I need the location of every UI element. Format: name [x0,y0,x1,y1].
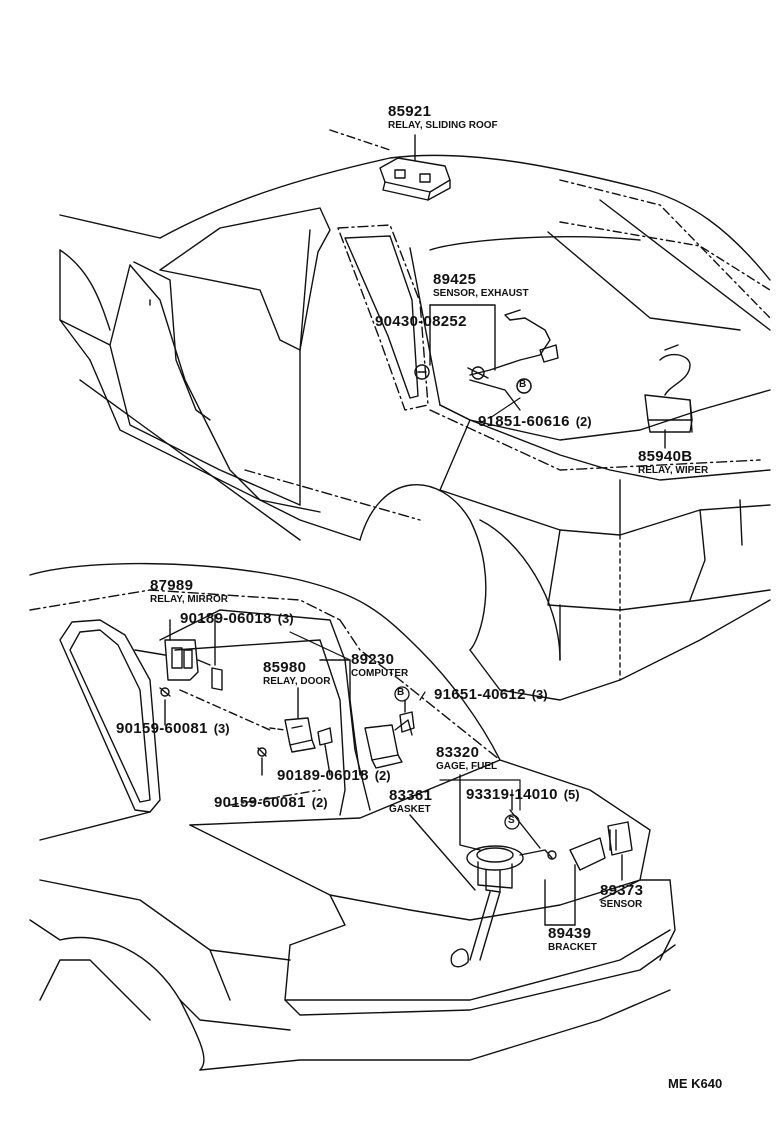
part-description: RELAY, SLIDING ROOF [388,120,498,131]
part-number: 83320 [436,744,480,761]
marker-b-lower: B [397,687,405,698]
fuel-gage-part [409,774,633,968]
part-number: 85921 [388,103,432,120]
part-quantity: (2) [311,795,328,810]
part-number: 89373 [600,882,644,899]
part-description: RELAY, MIRROR [150,594,228,605]
callout-bolt-90430: 90430-08252 [375,313,467,330]
callout-bolt-91651: 91651-40612 (3) [434,687,548,703]
callout-sensor-exhaust: 89425 SENSOR, EXHAUST [433,272,529,299]
mirror-relay-part [134,614,271,731]
lower-vehicle-outline [29,562,676,1071]
part-quantity: (3) [531,687,548,702]
callout-bolt-91851: 91851-60616 (2) [478,414,592,430]
drawing-code: ME K640 [668,1076,723,1091]
part-number: 91851-60616 [478,413,570,430]
relay-sliding-roof-part [379,134,451,201]
part-quantity: (2) [374,768,391,783]
part-description: RELAY, DOOR [263,676,331,687]
wiper-relay-part [644,344,693,449]
part-description: GAGE, FUEL [436,761,498,772]
callout-bracket: 89439 BRACKET [548,926,597,953]
circled-markers [394,378,532,830]
part-number: 93319-14010 [466,786,558,803]
part-number: 89439 [548,925,592,942]
part-number: 89425 [433,271,477,288]
part-quantity: (2) [575,414,592,429]
part-number: 90189-06018 [180,610,272,627]
computer-part [319,659,415,776]
door-relay-part [229,687,333,806]
callout-relay-door: 85980 RELAY, DOOR [263,660,330,687]
part-description: RELAY, WIPER [638,465,709,476]
part-number: 90189-06018 [277,767,369,784]
part-quantity: (5) [563,787,580,802]
callout-screw-90159-b: 90159-60081 (2) [214,795,328,811]
callout-relay-wiper: 85940B RELAY, WIPER [638,449,708,476]
part-number: 85980 [263,659,307,676]
part-number: 85940B [638,448,693,465]
marker-s: S [508,815,515,826]
part-number: 89230 [351,651,395,668]
callout-sensor: 89373 SENSOR [600,883,643,910]
callout-gasket: 83361 GASKET [389,788,432,815]
part-number: 91651-40612 [434,686,526,703]
callout-clip-90189-a: 90189-06018 (3) [180,611,294,627]
part-description: GASKET [389,804,431,815]
callout-screw-90159-a: 90159-60081 (3) [116,721,230,737]
upper-vehicle-outline [59,129,773,701]
callout-relay-mirror: 87989 RELAY, MIRROR [150,578,228,605]
part-description: SENSOR [600,899,643,910]
callout-screw-93319: 93319-14010 (5) [466,787,580,803]
callout-clip-90189-b: 90189-06018 (2) [277,768,391,784]
part-quantity: (3) [277,611,294,626]
part-number: 90159-60081 [116,720,208,737]
part-number: 87989 [150,577,194,594]
part-quantity: (3) [213,721,230,736]
marker-b-upper: B [519,379,527,390]
part-description: BRACKET [548,942,597,953]
part-description: COMPUTER [351,668,409,679]
part-number: 90159-60081 [214,794,306,811]
callout-gage-fuel: 83320 GAGE, FUEL [436,745,497,772]
callout-relay-sliding-roof: 85921 RELAY, SLIDING ROOF [388,104,498,131]
part-description: SENSOR, EXHAUST [433,288,529,299]
part-number: 83361 [389,787,433,804]
leader-lines [199,397,521,811]
callout-computer: 89230 COMPUTER [351,652,408,679]
